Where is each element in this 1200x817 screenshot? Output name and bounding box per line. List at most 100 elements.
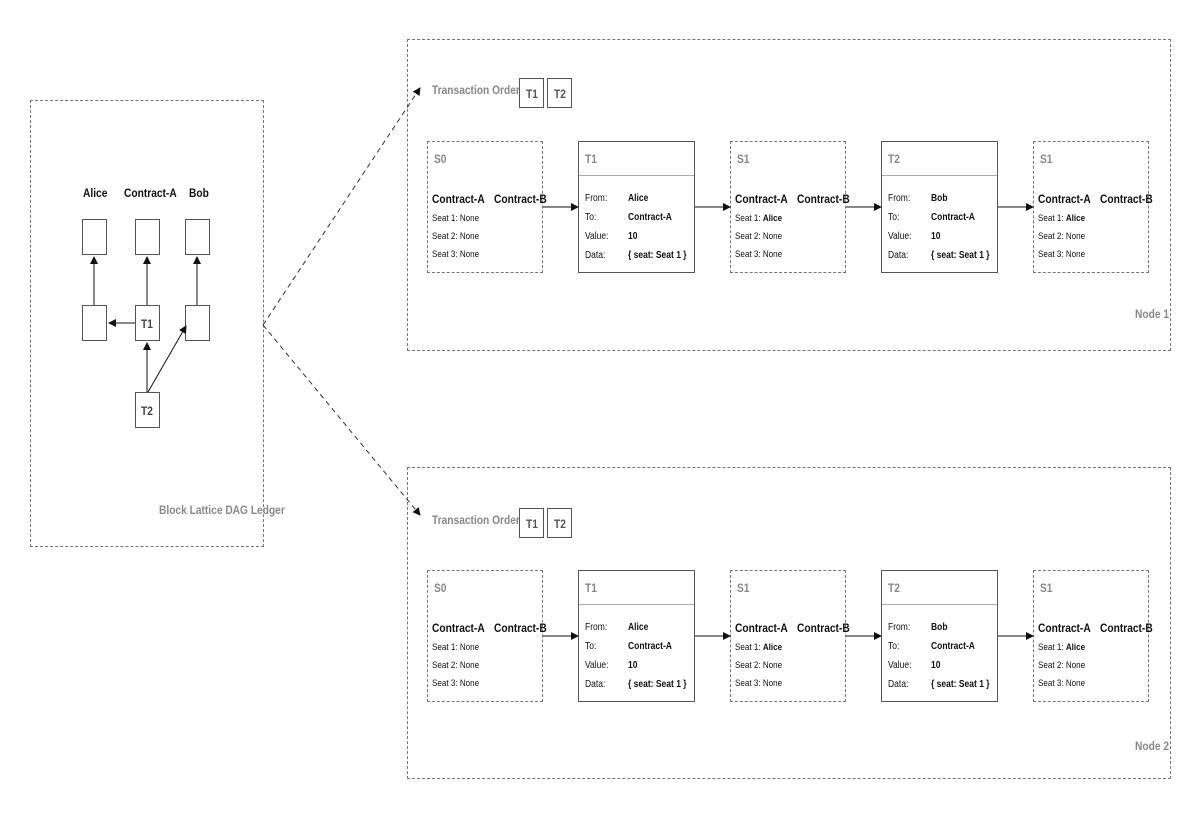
- state-title: S1: [737, 581, 750, 595]
- t1-block: T1: [135, 305, 160, 341]
- tx-value-value: 10: [628, 660, 638, 671]
- node-2-order-caption: Transaction Order:: [432, 513, 524, 527]
- node-2-label: Node 2: [1135, 739, 1170, 753]
- tx-title: T1: [585, 581, 597, 595]
- contract-b-label: Contract-B: [494, 621, 547, 635]
- tx-data-key: Data:: [585, 250, 606, 261]
- tx-from-value: Bob: [931, 193, 948, 204]
- alice-genesis-block: [82, 219, 107, 255]
- node-1-state-s0: S0 Contract-A Contract-B Seat 1: None Se…: [427, 141, 547, 273]
- tx-value-key: Value:: [585, 660, 609, 671]
- node-2-tx-t1: T1 From: Alice To: Contract-A Value: 10 …: [578, 570, 695, 702]
- tx-value-value: 10: [931, 660, 941, 671]
- node-1-label: Node 1: [1135, 307, 1170, 321]
- account-label-bob: Bob: [189, 186, 209, 200]
- tx-from-value: Alice: [628, 193, 649, 204]
- contract-b-label: Contract-B: [494, 192, 547, 206]
- seat-3-row: Seat 3: None: [735, 249, 783, 260]
- alice-receive-block: [82, 305, 107, 341]
- contract-b-label: Contract-B: [797, 621, 850, 635]
- tx-to-key: To:: [585, 212, 597, 223]
- tx-data-value: { seat: Seat 1 }: [628, 250, 687, 261]
- seat-2-row: Seat 2: None: [432, 231, 480, 242]
- t2-block-label: T2: [141, 404, 153, 418]
- state-title: S0: [434, 581, 447, 595]
- tx-to-key: To:: [888, 212, 900, 223]
- tx-to-key: To:: [585, 641, 597, 652]
- tx-divider: [579, 175, 694, 176]
- seat-2-row: Seat 2: None: [1038, 231, 1086, 242]
- node-1-state-s1-b: S1 Contract-A Contract-B Seat 1: Alice S…: [1033, 141, 1153, 273]
- tx-from-value: Alice: [628, 622, 649, 633]
- seat-1-row: Seat 1: Alice: [735, 642, 783, 653]
- tx-data-value: { seat: Seat 1 }: [931, 679, 990, 690]
- seat-3-row: Seat 3: None: [735, 678, 783, 689]
- node-1-state-s1-a: S1 Contract-A Contract-B Seat 1: Alice S…: [730, 141, 850, 273]
- seat-1-row: Seat 1: None: [432, 213, 480, 224]
- contract-b-label: Contract-B: [1100, 192, 1153, 206]
- contract-a-label: Contract-A: [735, 621, 788, 635]
- contract-b-label: Contract-B: [1100, 621, 1153, 635]
- tx-to-value: Contract-A: [628, 641, 672, 652]
- t1-block-label: T1: [141, 317, 153, 331]
- seat-3-row: Seat 3: None: [1038, 678, 1086, 689]
- tx-divider: [882, 175, 997, 176]
- tx-from-key: From:: [888, 193, 911, 204]
- node-2-order-t2: T2: [547, 508, 572, 538]
- seat-1-row: Seat 1: Alice: [735, 213, 783, 224]
- node-2-tx-t2: T2 From: Bob To: Contract-A Value: 10 Da…: [881, 570, 998, 702]
- tx-data-value: { seat: Seat 1 }: [931, 250, 990, 261]
- seat-3-row: Seat 3: None: [1038, 249, 1086, 260]
- tx-divider: [579, 604, 694, 605]
- contract-a-label: Contract-A: [432, 192, 485, 206]
- node-2-order-t1: T1: [519, 508, 544, 538]
- contract-a-label: Contract-A: [1038, 621, 1091, 635]
- seat-3-row: Seat 3: None: [432, 249, 480, 260]
- tx-title: T1: [585, 152, 597, 166]
- tx-to-key: To:: [888, 641, 900, 652]
- state-title: S1: [1040, 581, 1053, 595]
- node-1-tx-t1: T1 From: Alice To: Contract-A Value: 10 …: [578, 141, 695, 273]
- seat-2-row: Seat 2: None: [1038, 660, 1086, 671]
- state-title: S1: [737, 152, 750, 166]
- tx-to-value: Contract-A: [931, 212, 975, 223]
- bob-receive-block: [185, 305, 210, 341]
- node-1-order-t2: T2: [547, 78, 572, 108]
- seat-3-row: Seat 3: None: [432, 678, 480, 689]
- node-1-panel: [407, 39, 1171, 351]
- tx-divider: [882, 604, 997, 605]
- seat-2-row: Seat 2: None: [735, 231, 783, 242]
- node-1-order-t1: T1: [519, 78, 544, 108]
- contract-a-label: Contract-A: [1038, 192, 1091, 206]
- account-label-contract-a: Contract-A: [124, 186, 177, 200]
- tx-data-key: Data:: [888, 679, 909, 690]
- state-title: S1: [1040, 152, 1053, 166]
- ledger-caption: Block Lattice DAG Ledger: [159, 503, 285, 517]
- seat-2-row: Seat 2: None: [432, 660, 480, 671]
- tx-from-key: From:: [585, 193, 608, 204]
- seat-1-row: Seat 1: Alice: [1038, 213, 1086, 224]
- t2-block: T2: [135, 392, 160, 428]
- seat-1-row: Seat 1: None: [432, 642, 480, 653]
- node-2-panel: [407, 467, 1171, 779]
- tx-title: T2: [888, 152, 900, 166]
- tx-title: T2: [888, 581, 900, 595]
- seat-1-row: Seat 1: Alice: [1038, 642, 1086, 653]
- tx-value-key: Value:: [888, 660, 912, 671]
- node-1-order-caption: Transaction Order:: [432, 83, 524, 97]
- tx-data-key: Data:: [888, 250, 909, 261]
- contract-a-label: Contract-A: [735, 192, 788, 206]
- tx-value-key: Value:: [585, 231, 609, 242]
- seat-2-row: Seat 2: None: [735, 660, 783, 671]
- tx-value-value: 10: [931, 231, 941, 242]
- ledger-to-node-2-arrow: [262, 324, 421, 516]
- node-1-tx-t2: T2 From: Bob To: Contract-A Value: 10 Da…: [881, 141, 998, 273]
- node-2-state-s0: S0 Contract-A Contract-B Seat 1: None Se…: [427, 570, 547, 702]
- contract-b-label: Contract-B: [797, 192, 850, 206]
- dag-arrow-t2-to-bob: [147, 325, 187, 393]
- contract-a-genesis-block: [135, 219, 160, 255]
- ledger-to-node-1-arrow: [262, 87, 421, 326]
- tx-from-key: From:: [888, 622, 911, 633]
- tx-value-key: Value:: [888, 231, 912, 242]
